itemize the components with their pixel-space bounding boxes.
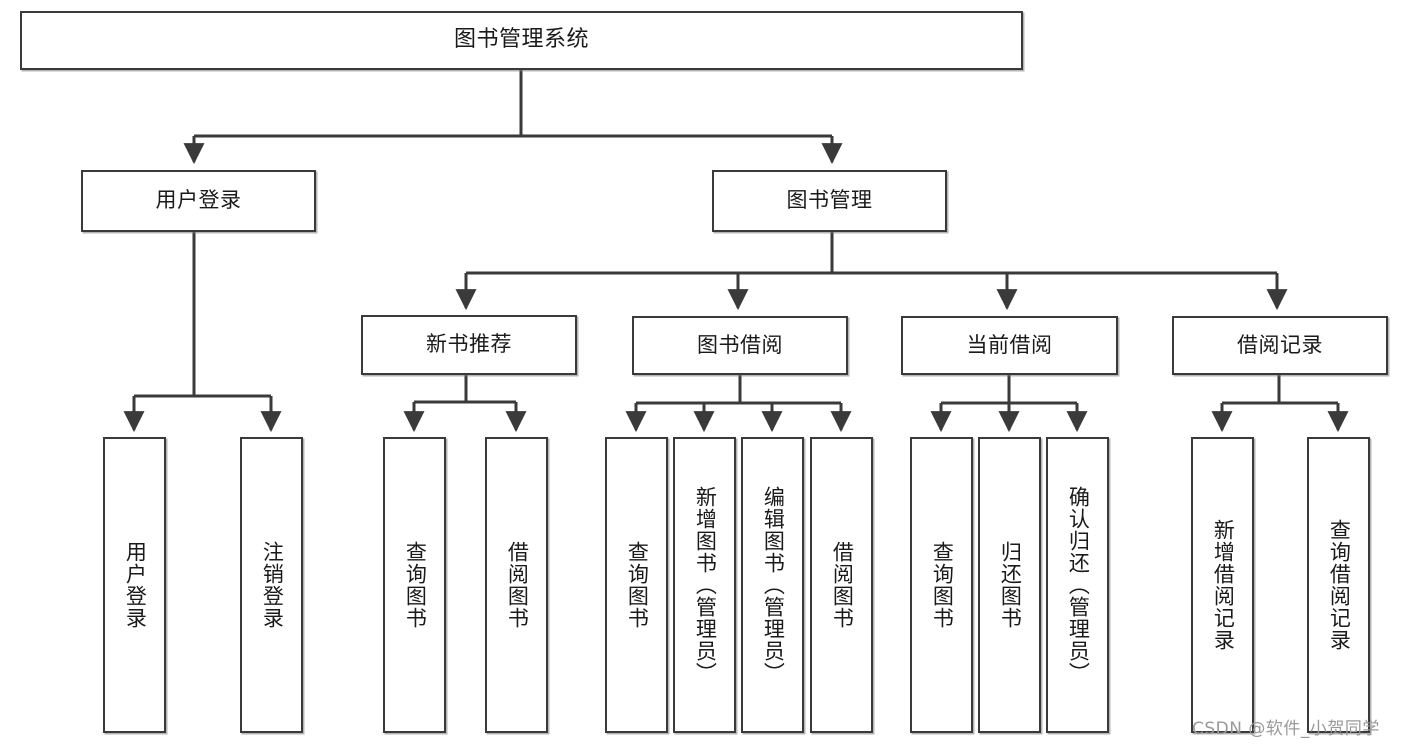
node-leaf-user-logout[interactable]: 注销登录	[240, 437, 303, 733]
node-label: 借阅图书	[830, 541, 855, 629]
node-leaf-br-add-record[interactable]: 新增借阅记录	[1191, 437, 1254, 733]
node-leaf-bb-edit-book[interactable]: 编辑图书（管理员）	[741, 437, 804, 733]
node-label: 当前借阅	[966, 332, 1053, 357]
node-new-book-recommendation[interactable]: 新书推荐	[361, 315, 577, 375]
node-leaf-bb-query-book[interactable]: 查询图书	[605, 437, 668, 733]
node-leaf-cb-confirm-return[interactable]: 确认归还（管理员）	[1046, 437, 1109, 733]
node-label: 图书借阅	[697, 332, 783, 357]
node-book-management[interactable]: 图书管理	[712, 170, 947, 232]
node-label: 注销登录	[260, 541, 285, 629]
node-leaf-cb-query-book[interactable]: 查询图书	[910, 437, 973, 733]
node-current-borrow[interactable]: 当前借阅	[901, 316, 1118, 375]
node-label: 查询图书	[930, 541, 955, 629]
node-label: 新书推荐	[426, 332, 512, 357]
node-leaf-bb-borrow-book[interactable]: 借阅图书	[810, 437, 873, 733]
node-label: 图书管理系统	[453, 27, 589, 53]
node-label: 借阅图书	[505, 541, 530, 629]
node-leaf-br-query-record[interactable]: 查询借阅记录	[1307, 437, 1370, 733]
node-leaf-nbr-borrow-book[interactable]: 借阅图书	[485, 437, 548, 733]
node-label: 用户登录	[155, 188, 242, 213]
node-label: 编辑图书（管理员）	[761, 486, 786, 684]
node-leaf-user-login[interactable]: 用户登录	[103, 437, 166, 733]
node-label: 新增借阅记录	[1211, 519, 1236, 651]
node-label: 新增图书（管理员）	[693, 486, 718, 684]
node-book-borrow[interactable]: 图书借阅	[632, 316, 848, 375]
node-label: 图书管理	[786, 188, 873, 213]
node-borrow-record[interactable]: 借阅记录	[1172, 316, 1388, 375]
watermark-text: CSDN @软件_小贺同学	[1192, 719, 1380, 739]
node-label: 查询图书	[625, 541, 650, 629]
node-label: 用户登录	[123, 541, 148, 629]
node-label: 查询图书	[403, 541, 428, 629]
node-leaf-bb-add-book[interactable]: 新增图书（管理员）	[673, 437, 736, 733]
node-leaf-nbr-query-book[interactable]: 查询图书	[383, 437, 446, 733]
node-label: 确认归还（管理员）	[1066, 486, 1091, 684]
node-user-login[interactable]: 用户登录	[81, 170, 316, 232]
node-label: 归还图书	[998, 541, 1023, 629]
node-root-system[interactable]: 图书管理系统	[20, 11, 1023, 70]
node-leaf-cb-return-book[interactable]: 归还图书	[978, 437, 1041, 733]
node-label: 借阅记录	[1237, 332, 1323, 357]
node-label: 查询借阅记录	[1327, 519, 1352, 651]
